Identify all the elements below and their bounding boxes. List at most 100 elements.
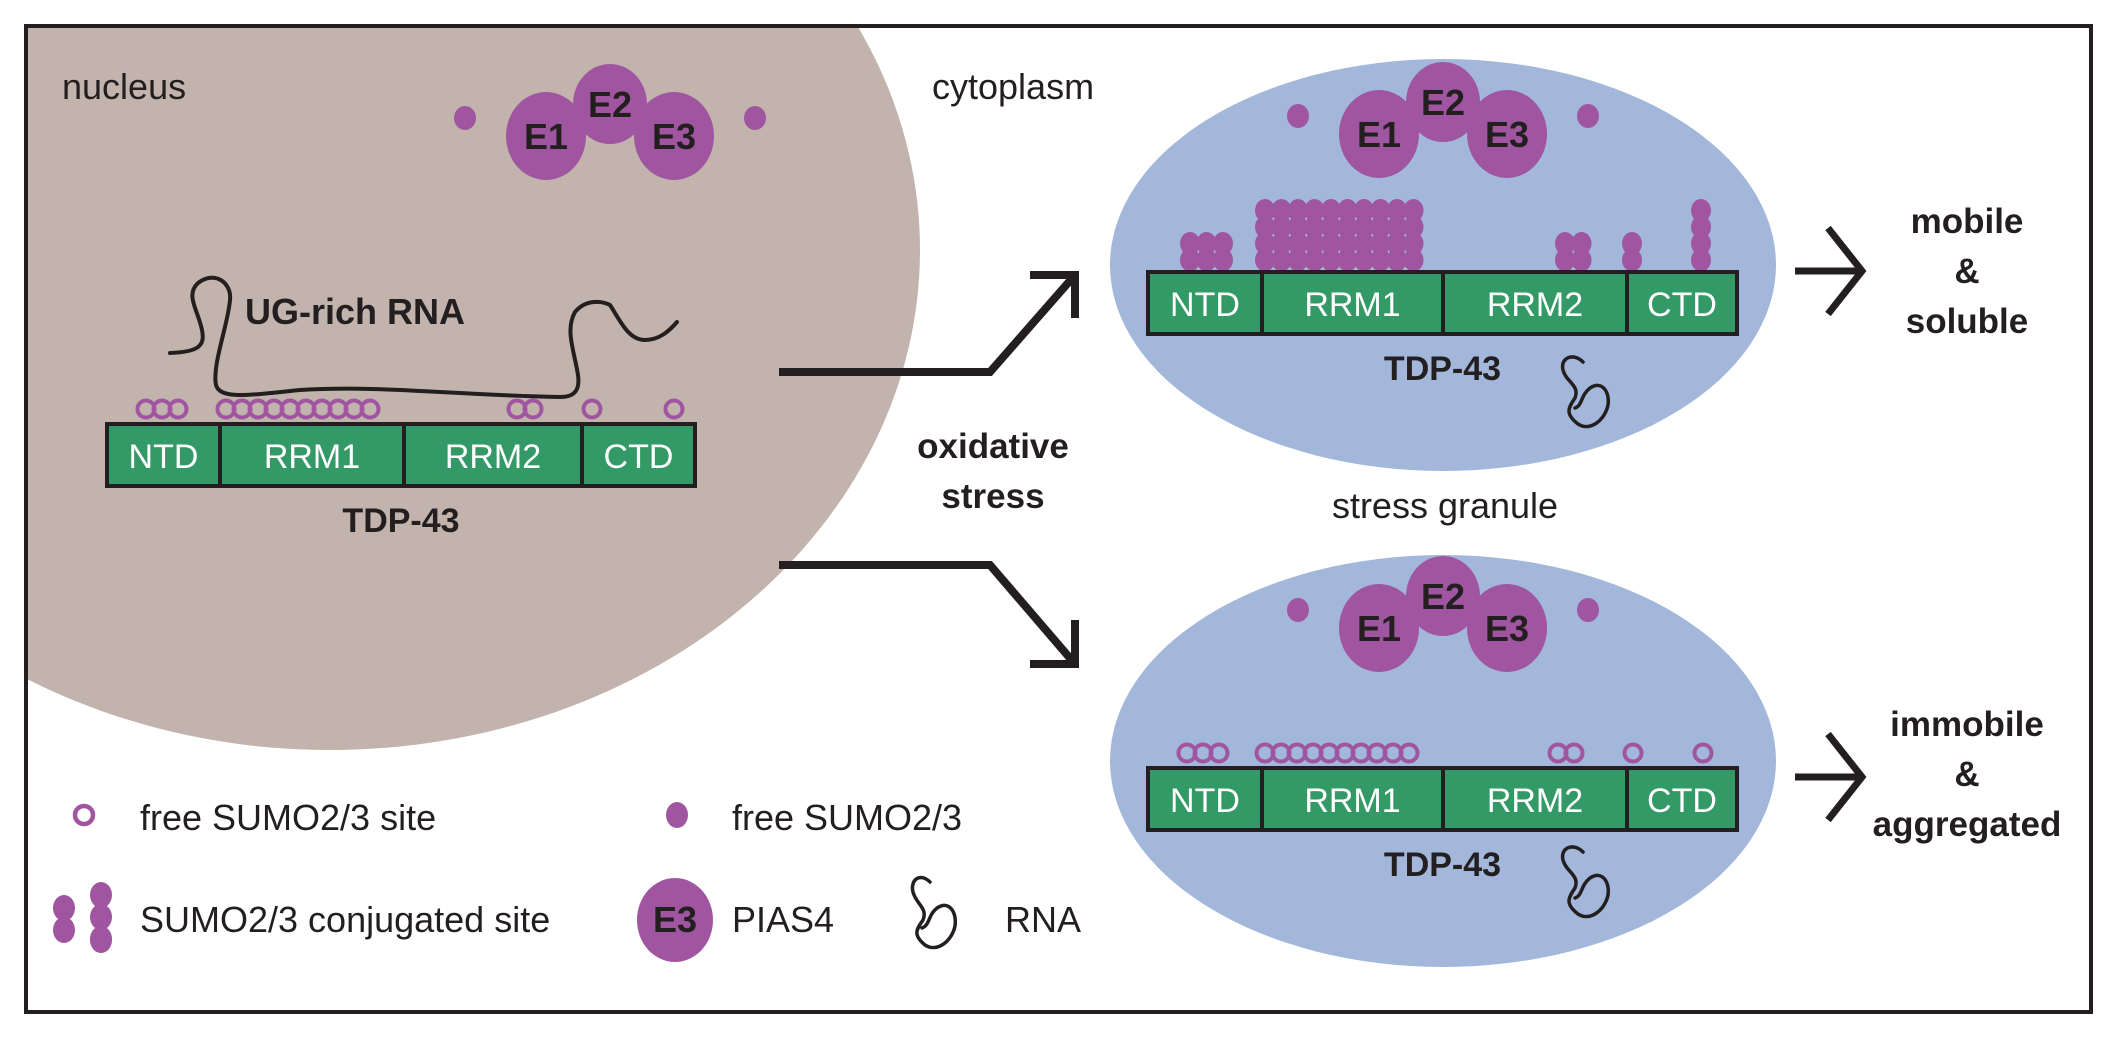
conjugated-sumo bbox=[1180, 232, 1200, 255]
conjugated-sumo bbox=[1337, 215, 1358, 239]
enzyme-e3 bbox=[1467, 584, 1547, 672]
enzyme-e2 bbox=[1406, 62, 1480, 142]
enzyme-e2 bbox=[573, 64, 647, 144]
ug-rich-rna-strand bbox=[168, 275, 679, 400]
domain-ntd: NTD bbox=[1170, 782, 1240, 820]
free-sumo-dot bbox=[744, 106, 766, 130]
enzyme-e3 bbox=[634, 92, 714, 180]
conjugated-sumo bbox=[1387, 199, 1407, 222]
protein-name: TDP-43 bbox=[342, 502, 459, 540]
enzyme-label-e2: E2 bbox=[1421, 576, 1465, 617]
legend-pias4-label: PIAS4 bbox=[732, 899, 834, 940]
e3-icon-text: E3 bbox=[653, 899, 697, 940]
conjugated-sumo bbox=[1288, 215, 1308, 239]
free-sumo-site bbox=[522, 398, 544, 420]
conjugated-sumo bbox=[1622, 248, 1642, 272]
outcome-aggregated: aggregated bbox=[1873, 805, 2062, 844]
arrow-to-bottom-granule bbox=[779, 561, 1079, 667]
arrowhead-bottom bbox=[1030, 620, 1079, 668]
stress-granule-label: stress granule bbox=[1332, 485, 1558, 526]
free-sumo-site bbox=[1398, 742, 1420, 764]
protein-bar bbox=[105, 422, 697, 488]
conjugated-sumo bbox=[1403, 248, 1424, 272]
conjugated-sumo bbox=[1321, 248, 1341, 272]
domain-rrm1: RRM1 bbox=[264, 438, 360, 476]
sumo-chain-icon bbox=[53, 882, 112, 953]
oxidative-stress-label-line2: stress bbox=[941, 477, 1044, 516]
figure-frame bbox=[24, 24, 2093, 1014]
domain-ntd: NTD bbox=[129, 438, 199, 476]
rna-squiggle-icon bbox=[1560, 845, 1611, 919]
enzyme-label-e2: E2 bbox=[588, 84, 632, 125]
conjugated-sumo bbox=[1387, 215, 1407, 239]
conjugated-sumo bbox=[1555, 248, 1575, 272]
nucleus-label: nucleus bbox=[62, 66, 186, 107]
arrow-to-top-granule bbox=[779, 272, 1079, 376]
conjugated-sumo bbox=[1370, 232, 1391, 255]
outcome-and-bottom: & bbox=[1954, 755, 1979, 794]
domain-rrm2: RRM2 bbox=[1487, 286, 1583, 324]
conjugated-sumo bbox=[1255, 199, 1275, 222]
conjugated-sumo bbox=[1354, 248, 1374, 272]
arrow-to-mobile bbox=[1795, 225, 1867, 317]
domain-ctd: CTD bbox=[1647, 782, 1717, 820]
outcome-mobile: mobile bbox=[1911, 202, 2024, 241]
conjugated-sumo bbox=[1337, 199, 1358, 222]
conjugated-sumo bbox=[1255, 248, 1275, 272]
conjugated-sumo bbox=[1337, 232, 1358, 255]
conjugated-sumo bbox=[1691, 248, 1711, 272]
conjugated-sumo bbox=[1691, 199, 1711, 222]
enzyme-label-e3: E3 bbox=[1485, 114, 1529, 155]
conjugated-sumo bbox=[1304, 199, 1325, 222]
conjugated-sumo bbox=[1196, 248, 1217, 272]
conjugated-sumo bbox=[1691, 232, 1711, 255]
conjugated-sumo bbox=[1571, 232, 1592, 255]
conjugated-sumo bbox=[1304, 248, 1325, 272]
conjugated-sumo bbox=[1387, 248, 1407, 272]
conjugated-sumo bbox=[1288, 199, 1308, 222]
conjugated-sumo bbox=[1213, 248, 1233, 272]
free-sumo-site bbox=[359, 398, 381, 420]
conjugated-sumo bbox=[1403, 232, 1424, 255]
nucleus-region bbox=[26, 26, 920, 750]
open-circle-icon bbox=[72, 803, 96, 827]
e3-enzyme-icon bbox=[637, 878, 713, 962]
oxidative-stress-label-line1: oxidative bbox=[917, 427, 1069, 466]
conjugated-sumo bbox=[1337, 248, 1358, 272]
rna-squiggle-icon bbox=[910, 875, 958, 950]
domain-rrm1: RRM1 bbox=[1304, 286, 1400, 324]
conjugated-sumo bbox=[1304, 215, 1325, 239]
conjugated-sumo bbox=[1271, 215, 1292, 239]
domain-ntd: NTD bbox=[1170, 286, 1240, 324]
enzyme-e3 bbox=[1467, 90, 1547, 178]
conjugated-sumo bbox=[1255, 215, 1275, 239]
conjugated-sumo bbox=[1387, 232, 1407, 255]
conjugated-sumo bbox=[1321, 232, 1341, 255]
arrowhead-top bbox=[1030, 271, 1079, 318]
conjugated-sumo bbox=[1288, 232, 1308, 255]
rna-squiggle-icon bbox=[1560, 355, 1611, 429]
ug-rich-rna-label: UG-rich RNA bbox=[245, 291, 465, 332]
conjugated-sumo bbox=[1321, 199, 1341, 222]
free-sumo-dot bbox=[1287, 104, 1309, 128]
arrow-to-immobile bbox=[1795, 731, 1867, 823]
conjugated-sumo bbox=[1555, 232, 1575, 255]
conjugated-sumo bbox=[1370, 199, 1391, 222]
conjugated-sumo bbox=[1370, 248, 1391, 272]
legend: free SUMO2/3 site free SUMO2/3 SUMO2/3 c… bbox=[53, 797, 1081, 962]
conjugated-sumo bbox=[1271, 199, 1292, 222]
free-sumo-site bbox=[167, 398, 189, 420]
stress-granule-bottom bbox=[1110, 555, 1776, 967]
conjugated-sumo bbox=[1180, 248, 1200, 272]
domain-ctd: CTD bbox=[604, 438, 674, 476]
enzyme-e2 bbox=[1406, 556, 1480, 636]
conjugated-sumo bbox=[1288, 248, 1308, 272]
conjugated-sumo bbox=[1271, 232, 1292, 255]
free-sumo-dot bbox=[1577, 104, 1599, 128]
conjugated-sumo bbox=[1370, 215, 1391, 239]
conjugated-sumo bbox=[1255, 232, 1275, 255]
